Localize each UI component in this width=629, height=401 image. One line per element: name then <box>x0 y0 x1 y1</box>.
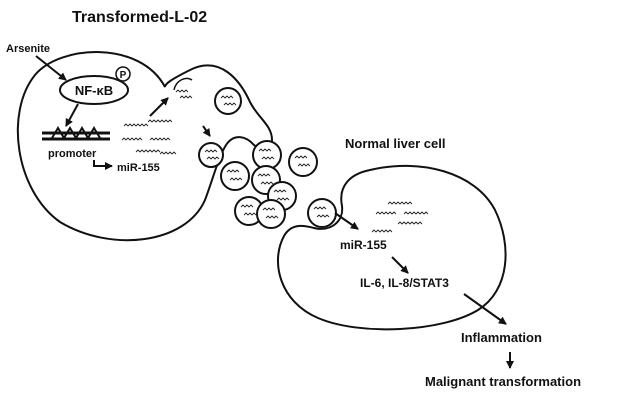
nfkb-label: NF-κB <box>75 83 113 98</box>
internal-vesicle <box>214 87 242 115</box>
inflammation-label: Inflammation <box>461 330 542 345</box>
nfkb-to-promoter-arrow <box>65 103 79 127</box>
signaling-label: IL-6, IL-8/STAT3 <box>360 276 449 290</box>
exosome <box>288 147 318 177</box>
transformed-cell-title: Transformed-L-02 <box>72 9 207 26</box>
mir155-source-label: miR-155 <box>117 162 160 174</box>
secreting-vesicle <box>198 142 224 168</box>
secretion-arrow <box>202 125 211 137</box>
mir155-target-label: miR-155 <box>340 238 387 252</box>
packaging-arrow <box>149 97 169 117</box>
exosome <box>256 199 286 229</box>
docking-exosome <box>307 198 337 228</box>
normal-cell-title: Normal liver cell <box>345 136 445 151</box>
phospho-label: P <box>120 70 127 81</box>
uptake-arrow <box>334 212 359 230</box>
mirna-squiggles-source <box>121 119 177 155</box>
mirna-squiggles-target <box>371 201 429 233</box>
mir155-to-signaling-arrow <box>391 256 409 274</box>
arsenite-arrow <box>35 55 67 81</box>
nfkb-oval <box>59 75 129 105</box>
normal-cell-membrane <box>276 164 507 331</box>
exosome <box>252 140 282 170</box>
internal-vesicle-pocket <box>173 77 193 99</box>
malignant-label: Malignant transformation <box>425 374 581 389</box>
arsenite-label: Arsenite <box>6 43 50 55</box>
signaling-to-inflammation-arrow <box>463 293 507 325</box>
transformed-cell-membrane <box>16 51 274 242</box>
dna-promoter-icon <box>42 126 110 141</box>
promoter-label: promoter <box>48 148 97 160</box>
exosome <box>220 161 250 191</box>
promoter-to-mir155-arrow <box>93 160 113 170</box>
phospho-circle <box>115 66 131 82</box>
